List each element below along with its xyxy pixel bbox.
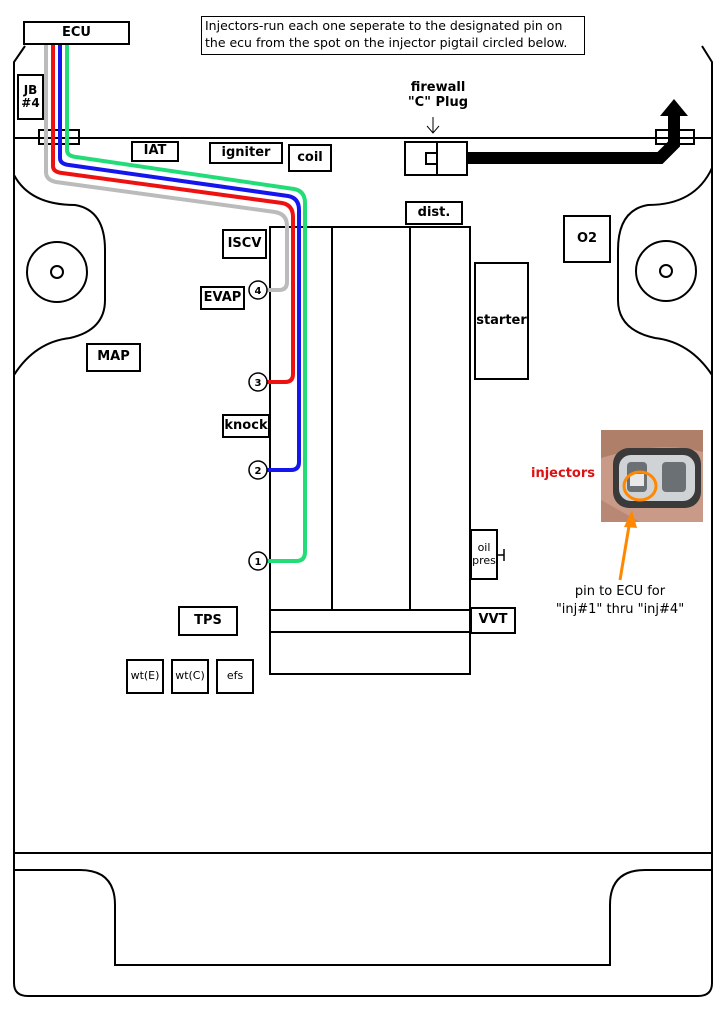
wire-inj4 <box>44 42 289 292</box>
iat-box: IAT <box>131 141 179 162</box>
pin-label-4: 4 <box>255 286 262 297</box>
left-engine-mount <box>26 241 88 303</box>
o2-box: O2 <box>563 215 611 263</box>
dist-box: dist. <box>405 201 463 225</box>
right-engine-mount <box>635 240 697 302</box>
pin-label-1: 1 <box>255 557 262 568</box>
oil-pres-box: oil pres <box>470 529 498 580</box>
igniter-box: igniter <box>209 142 283 164</box>
jb4-line-1: JB <box>23 82 38 97</box>
pin-circle-1: 1 <box>248 551 268 571</box>
firewall-harness <box>467 114 680 164</box>
firewall-label: firewall "C" Plug <box>398 80 478 110</box>
evap-box: EVAP <box>200 286 245 310</box>
wire-inj1 <box>65 42 307 563</box>
oil-pres-line-2: pres <box>472 553 496 567</box>
pin-to-ecu-note: pin to ECU for "inj#1" thru "inj#4" <box>540 583 700 619</box>
engine-block <box>269 226 471 675</box>
vvt-box: VVT <box>470 607 516 634</box>
injectors-label: injectors <box>531 466 595 481</box>
firewall-c-plug <box>404 141 468 176</box>
jb4-box: JB #4 <box>17 74 44 120</box>
pin-label-3: 3 <box>255 378 262 389</box>
oil-pres-line-1: oil <box>477 541 491 555</box>
wire-inj2 <box>58 42 301 472</box>
pin-circle-3: 3 <box>248 372 268 392</box>
oil-pres-stub <box>498 549 505 561</box>
pin-circle-4: 4 <box>248 280 268 300</box>
pin-pointer-arrow-icon <box>618 510 637 581</box>
harness-arrow-icon <box>660 99 688 116</box>
note-line-1: Injectors-run each one seperate to the d… <box>205 18 563 33</box>
pin-label-2: 2 <box>255 466 262 477</box>
iscv-box: ISCV <box>222 229 267 259</box>
injector-pin-highlight <box>622 470 658 502</box>
knock-box: knock <box>222 414 270 438</box>
firewall-line-1: firewall <box>410 80 466 95</box>
wire-inj3 <box>51 42 295 384</box>
instruction-note: Injectors-run each one seperate to the d… <box>201 16 585 55</box>
pin-circle-2: 2 <box>248 460 268 480</box>
map-box: MAP <box>86 343 141 372</box>
tps-box: TPS <box>178 606 238 636</box>
wt-c-box: wt(C) <box>171 659 209 694</box>
engine-bay-outline <box>13 45 713 997</box>
coil-box: coil <box>288 144 332 172</box>
jb4-line-2: #4 <box>21 96 40 110</box>
efs-box: efs <box>216 659 254 694</box>
pin-note-line-1: pin to ECU for <box>574 584 666 599</box>
note-line-2: the ecu from the spot on the injector pi… <box>205 35 568 50</box>
firewall-line-2: "C" Plug <box>407 95 469 110</box>
wt-e-box: wt(E) <box>126 659 164 694</box>
firewall-pointer-arrow-icon <box>426 117 440 134</box>
ecu-box: ECU <box>23 21 130 45</box>
starter-box: starter <box>474 262 529 380</box>
pin-note-line-2: "inj#1" thru "inj#4" <box>555 602 685 617</box>
